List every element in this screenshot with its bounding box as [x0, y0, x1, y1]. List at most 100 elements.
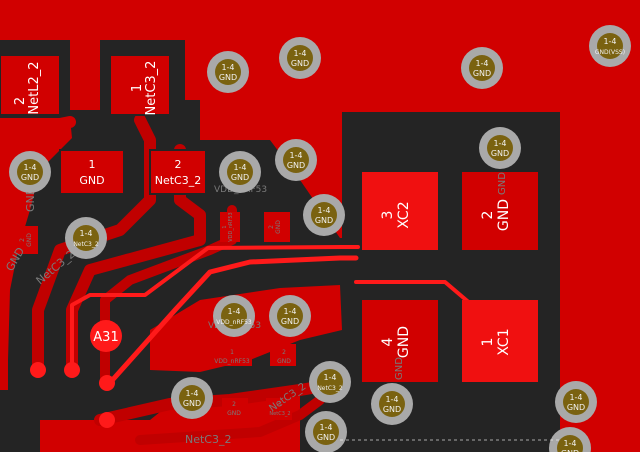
- pad-net-label: GND: [79, 174, 104, 187]
- pad-pin-label: 2: [480, 211, 496, 220]
- small-pad-net: VDD_nRF53: [214, 358, 250, 365]
- trace-end-3[interactable]: [99, 375, 115, 391]
- pad-net-label: NetL2_2: [27, 61, 42, 114]
- via[interactable]: 1-4GND: [305, 411, 347, 452]
- via-net: GND: [315, 216, 333, 225]
- pad-gnd-1[interactable]: [59, 149, 125, 195]
- net-label: GND: [24, 187, 37, 212]
- trace-xc1-right: [354, 280, 474, 307]
- via[interactable]: 1-4GND: [303, 194, 345, 236]
- via-net: GND: [287, 161, 305, 170]
- via-hole: [563, 389, 589, 415]
- via-hole: [283, 147, 309, 173]
- via-hole: [17, 159, 43, 185]
- trace-end-4[interactable]: [99, 412, 115, 428]
- via[interactable]: 1-4GND(VSS): [589, 25, 631, 67]
- via-net: GND: [219, 73, 237, 82]
- via-net: NetC3_2: [317, 385, 343, 392]
- pad-net-label: NetC3_2: [155, 174, 202, 187]
- pad-netc3-2-top[interactable]: [109, 54, 171, 116]
- via-hole: [221, 303, 247, 329]
- svg-text:2GND: 2GND: [480, 199, 512, 231]
- pad-net-label: GND: [396, 326, 412, 358]
- trace-netc3-2-b: [32, 114, 156, 376]
- via[interactable]: 1-4GND: [207, 51, 249, 93]
- pad-pin-label: 1: [130, 84, 145, 92]
- small-pad-net: VDD_nRF53: [228, 212, 234, 242]
- small-pad-pin: 1: [230, 349, 234, 356]
- small-pad-pin: 1: [222, 225, 228, 228]
- via-layer-range: 1-4: [569, 393, 582, 402]
- via-net: GND: [317, 433, 335, 442]
- via-layer-range: 1-4: [293, 49, 306, 58]
- small-pad-gnd-mid[interactable]: [270, 344, 296, 366]
- trace-end-1[interactable]: [30, 362, 46, 378]
- via-hole: [227, 159, 253, 185]
- trace-bottom-2: [135, 395, 325, 445]
- small-pad-pin: 2: [19, 238, 26, 242]
- svg-text:2GND: 2GND: [268, 220, 282, 234]
- via-layer-range: 1-4: [563, 439, 576, 448]
- pad-gnd-2[interactable]: [462, 172, 538, 250]
- pad-netl2-2[interactable]: [0, 54, 61, 116]
- via-layer-range: 1-4: [323, 373, 336, 382]
- via[interactable]: 1-4GND: [9, 151, 51, 193]
- via-net: VDD_nRF53: [216, 319, 252, 326]
- via[interactable]: 1-4GND: [279, 37, 321, 79]
- designator-label: A31: [93, 330, 118, 345]
- via-hole: [317, 369, 343, 395]
- small-pad-vdd-mid[interactable]: [212, 344, 252, 366]
- svg-text:2GND: 2GND: [19, 233, 33, 247]
- pad-pin-label: 2: [175, 158, 182, 171]
- pad-pin-label: 2: [13, 97, 28, 105]
- via-net: GND(VSS): [595, 49, 625, 56]
- via[interactable]: 1-4GND: [549, 427, 591, 452]
- trace-end-2[interactable]: [64, 362, 80, 378]
- pad-gnd-4[interactable]: [362, 300, 438, 382]
- via-layer-range: 1-4: [603, 37, 616, 46]
- via[interactable]: 1-4GND: [461, 47, 503, 89]
- small-pad-gnd-top[interactable]: [264, 212, 290, 242]
- small-pads: 1VDD_nRF53 2GND 1 VDD_nRF53 2 GND 2 GND …: [16, 212, 296, 420]
- via-layer-range: 1-4: [79, 229, 92, 238]
- via-layer-range: 1-4: [319, 423, 332, 432]
- via[interactable]: 1-4GND: [171, 377, 213, 419]
- small-pad-pin: 2: [232, 401, 236, 408]
- small-pad-gnd-left[interactable]: [16, 226, 38, 254]
- via[interactable]: 1-4GND: [219, 151, 261, 193]
- via[interactable]: 1-4GND: [275, 139, 317, 181]
- trace-xc1: [105, 255, 359, 388]
- pad-net-label: NetC3_2: [144, 61, 159, 116]
- via[interactable]: 1-4GND: [269, 295, 311, 337]
- small-pad-netc3-bottom[interactable]: [266, 398, 292, 420]
- small-pad-gnd-bottom[interactable]: [222, 398, 248, 420]
- pad-xc2[interactable]: [362, 172, 438, 250]
- via-hole: [557, 435, 583, 452]
- via-net: GND: [561, 449, 579, 452]
- pad-pin-label: 1: [480, 338, 496, 347]
- pad-pin-label: 1: [89, 158, 96, 171]
- via-hole: [487, 135, 513, 161]
- trace-endpoints: [30, 362, 115, 428]
- via[interactable]: 1-4GND: [479, 127, 521, 169]
- small-pad-pin: 2: [268, 225, 275, 229]
- traces: [24, 114, 474, 445]
- pad-xc1[interactable]: [462, 300, 538, 382]
- small-pad-pin: 1: [278, 401, 282, 408]
- pad-net-label: GND: [496, 199, 512, 231]
- small-pad-vdd-top[interactable]: [220, 212, 240, 242]
- designator-a31[interactable]: A31: [90, 320, 122, 352]
- via-hole: [277, 303, 303, 329]
- via-hole: [313, 419, 339, 445]
- svg-text:1NetC3_2: 1NetC3_2: [130, 61, 159, 116]
- via-layer-range: 1-4: [317, 206, 330, 215]
- via[interactable]: 1-4GND: [555, 381, 597, 423]
- via[interactable]: 1-4GND: [371, 383, 413, 425]
- svg-text:4GND: 4GND: [380, 326, 412, 358]
- pad-netc3-2-mid[interactable]: [149, 149, 207, 195]
- trace-xc2: [70, 245, 360, 374]
